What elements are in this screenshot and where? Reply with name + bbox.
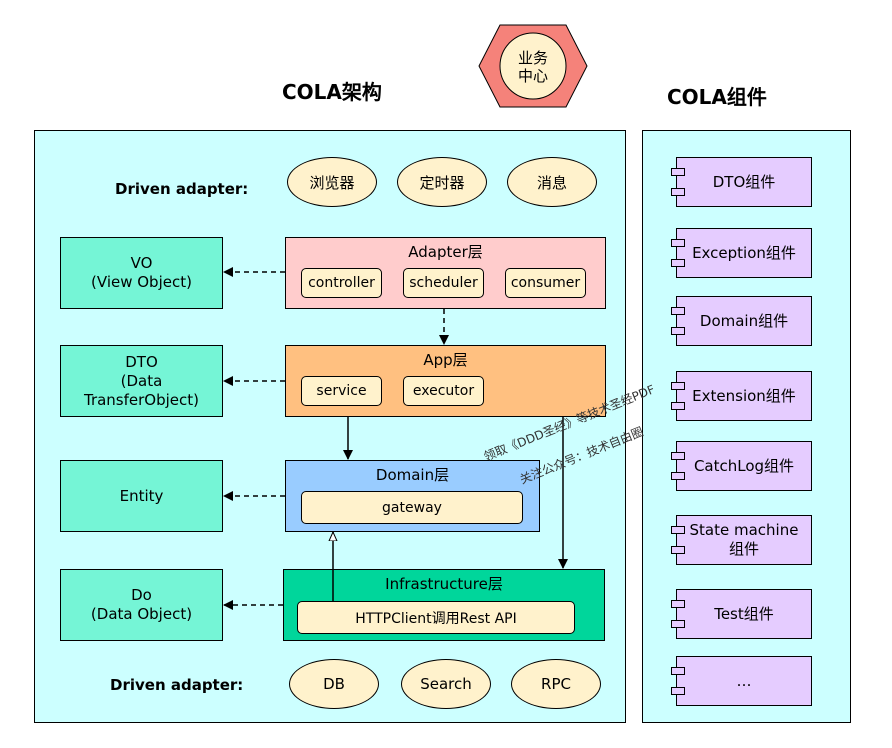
business-center-hexagon: 业务 中心 xyxy=(478,24,588,108)
timer-oval: 定时器 xyxy=(397,157,487,207)
domain-layer-title: Domain层 xyxy=(375,466,450,484)
component-dto: DTO组件 xyxy=(671,157,812,207)
httpclient-chip: HTTPClient调用Rest API xyxy=(297,601,575,634)
dto-box: DTO (Data TransferObject) xyxy=(60,345,223,417)
component-exception-label: Exception组件 xyxy=(692,243,796,262)
adapter-layer-title: Adapter层 xyxy=(408,243,483,261)
do-subtitle: (Data Object) xyxy=(90,605,193,623)
business-center-line2: 中心 xyxy=(517,67,548,85)
gateway-chip: gateway xyxy=(301,491,523,524)
component-test: Test组件 xyxy=(671,589,812,639)
vo-box: VO (View Object) xyxy=(60,237,223,309)
executor-chip: executor xyxy=(403,376,484,406)
component-extension-label: Extension组件 xyxy=(692,386,796,405)
db-oval: DB xyxy=(289,659,379,709)
do-title: Do xyxy=(131,586,152,604)
service-chip: service xyxy=(301,376,382,406)
component-more-label: … xyxy=(736,671,752,690)
scheduler-chip: scheduler xyxy=(403,268,484,298)
architecture-title: COLA架构 xyxy=(282,80,382,104)
driven-adapter-bottom-label: Driven adapter: xyxy=(110,676,244,694)
controller-chip: controller xyxy=(301,268,382,298)
component-dto-label: DTO组件 xyxy=(712,172,776,191)
dto-subtitle: (Data TransferObject) xyxy=(83,371,200,409)
infrastructure-layer-title: Infrastructure层 xyxy=(385,575,503,593)
driven-adapter-top-label: Driven adapter: xyxy=(115,180,249,198)
component-exception: Exception组件 xyxy=(671,228,812,278)
app-layer-title: App层 xyxy=(423,351,468,369)
message-oval: 消息 xyxy=(507,157,597,207)
business-center-line1: 业务 xyxy=(517,49,548,67)
component-test-label: Test组件 xyxy=(714,604,774,623)
components-title: COLA组件 xyxy=(667,85,767,109)
entity-box: Entity xyxy=(60,460,223,532)
vo-subtitle: (View Object) xyxy=(91,273,192,291)
vo-title: VO xyxy=(130,254,153,272)
consumer-chip: consumer xyxy=(505,268,586,298)
component-domain-label: Domain组件 xyxy=(699,311,789,330)
component-domain: Domain组件 xyxy=(671,296,812,346)
rpc-oval: RPC xyxy=(511,659,601,709)
dto-title: DTO xyxy=(125,352,158,371)
entity-title: Entity xyxy=(119,486,164,505)
component-extension: Extension组件 xyxy=(671,371,812,421)
component-catchlog: CatchLog组件 xyxy=(671,441,812,491)
do-box: Do (Data Object) xyxy=(60,569,223,641)
search-oval: Search xyxy=(401,659,491,709)
component-state-machine-label: State machine xyxy=(689,521,799,539)
component-more: … xyxy=(671,656,812,706)
component-state-machine-label2: 组件 xyxy=(728,540,759,558)
component-state-machine: State machine 组件 xyxy=(671,515,812,565)
browser-oval: 浏览器 xyxy=(287,157,377,207)
component-catchlog-label: CatchLog组件 xyxy=(693,456,795,475)
